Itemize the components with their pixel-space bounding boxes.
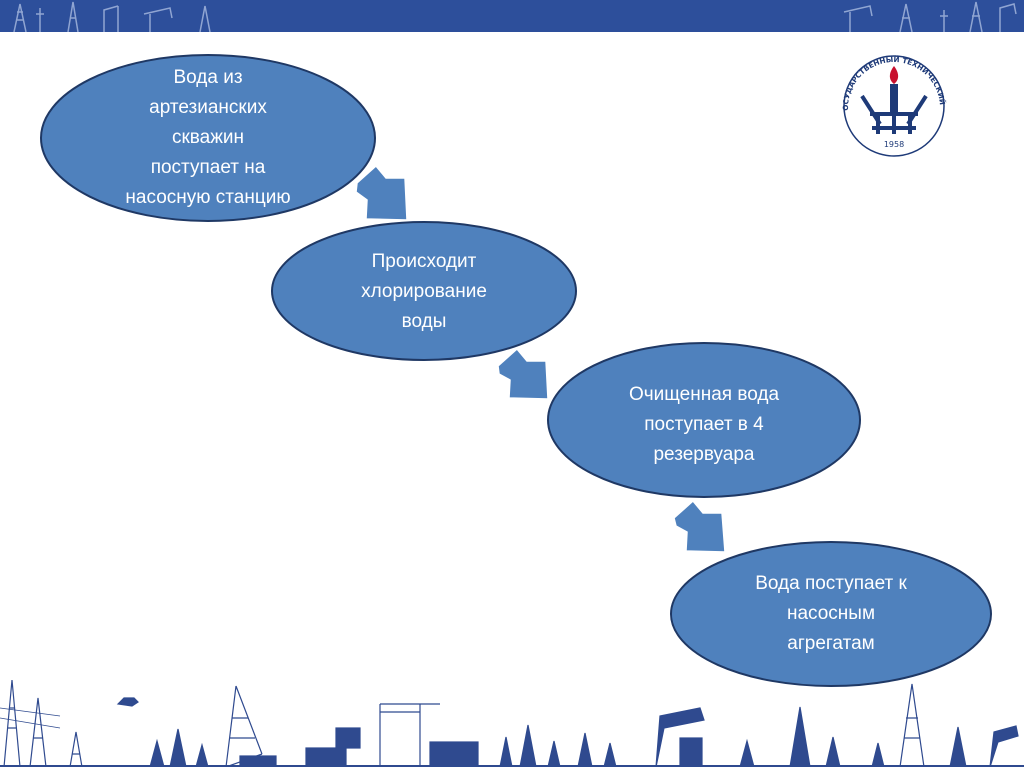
arrow-down-right-icon (673, 499, 726, 553)
logo-year: 1958 (884, 140, 904, 149)
step-1-ellipse (40, 54, 376, 222)
arrow-down-right-icon (497, 347, 549, 400)
top-decorative-band (0, 0, 1024, 32)
step-2-text: Происходит хлорирование воды (361, 251, 487, 332)
step-4-ellipse (670, 541, 992, 687)
arrow-down-right-icon (355, 164, 408, 221)
arrow-2 (497, 347, 549, 400)
step-3-text: Очищенная вода поступает в 4 резервуара (628, 384, 780, 465)
university-logo: УФИМСКИЙ ГОСУДАРСТВЕННЫЙ ТЕХНИЧЕСКИЙ УНИ… (832, 48, 947, 157)
arrow-3 (673, 499, 726, 553)
step-3-ellipse (547, 342, 861, 498)
monogram (860, 94, 928, 134)
svg-text:УФИМСКИЙ ГОСУДАРСТВЕННЫЙ ТЕХНИ: УФИМСКИЙ ГОСУДАРСТВЕННЫЙ ТЕХНИЧЕСКИЙ УНИ… (832, 48, 947, 111)
step-2-ellipse (271, 221, 577, 361)
step-4-text: Вода поступает к насосным агрегатам (755, 573, 907, 654)
arrow-1 (355, 164, 408, 221)
torch-icon (889, 66, 899, 114)
bottom-decorative-band (0, 679, 1024, 767)
step-1-text: Вода из артезианских скважин поступает н… (125, 67, 291, 208)
